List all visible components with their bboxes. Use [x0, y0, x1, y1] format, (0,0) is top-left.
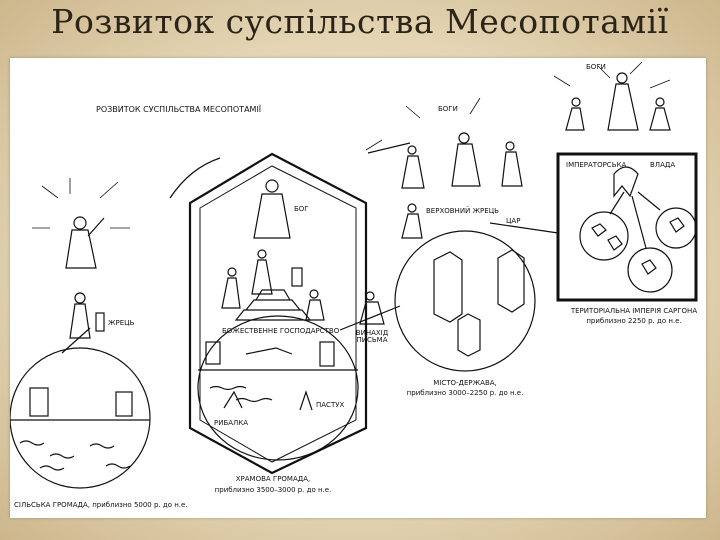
- village-community: [10, 347, 151, 489]
- city-gods-figures: [401, 132, 523, 239]
- label-city-date: приблизно 3000–2250 р. до н.е.: [406, 389, 524, 397]
- connector-village-temple: [61, 157, 221, 354]
- label-village-community: СІЛЬСЬКА ГРОМАДА, приблизно 5000 р. до н…: [14, 501, 188, 509]
- label-city-state: МІСТО-ДЕРЖАВА,: [433, 379, 497, 387]
- label-temple-date: приблизно 3500–3000 р. до н.е.: [214, 486, 332, 494]
- village-god-figure: [65, 216, 105, 269]
- connector-temple-gods: [367, 142, 411, 154]
- label-empire-date: приблизно 2250 р. до н.е.: [586, 317, 682, 325]
- empire-gods-figures: [565, 72, 671, 131]
- label-shepherd: ПАСТУХ: [316, 401, 345, 409]
- diagram-heading: РОЗВИТОК СУСПІЛЬСТВА МЕСОПОТАМІЇ: [96, 105, 262, 114]
- empire-box: [556, 152, 698, 302]
- diagram-drawing: [10, 61, 698, 489]
- label-king: ЦАР: [506, 217, 521, 225]
- writer-figure: [359, 291, 385, 325]
- label-fisherman: РИБАЛКА: [214, 419, 249, 427]
- label-gods: БОГИ: [438, 105, 458, 113]
- sun-rays-left: [32, 178, 130, 229]
- temple-community: [188, 152, 368, 475]
- label-god: БОГ: [294, 205, 309, 213]
- diagram-panel: РОЗВИТОК СУСПІЛЬСТВА МЕСОПОТАМІЇ БОГИ БО…: [10, 58, 706, 518]
- connector-city-empire: [489, 222, 559, 234]
- label-empire: ТЕРИТОРІАЛЬНА ІМПЕРІЯ САРГОНА: [570, 307, 698, 315]
- label-divine-household: БОЖЕСТВЕННЕ ГОСПОДАРСТВО: [222, 327, 340, 335]
- label-writing: ВИНАХІД ПИСЬМА: [355, 329, 389, 344]
- sun-rays-top: [365, 61, 671, 151]
- label-imperial-power: ІМПЕРАТОРСЬКА: [566, 161, 627, 169]
- label-temple-community: ХРАМОВА ГРОМАДА,: [235, 475, 311, 483]
- label-gods-top: БОГИ: [586, 63, 606, 71]
- connector-temple-city: [339, 305, 401, 331]
- slide-title: Розвиток суспільства Месопотамії: [51, 2, 669, 41]
- label-high-priest: ВЕРХОВНИЙ ЖРЕЦЬ: [426, 207, 499, 215]
- label-power: ВЛАДА: [650, 161, 676, 169]
- city-state: [394, 230, 536, 372]
- village-priest-figure: [69, 292, 105, 339]
- label-priest: ЖРЕЦЬ: [108, 319, 135, 327]
